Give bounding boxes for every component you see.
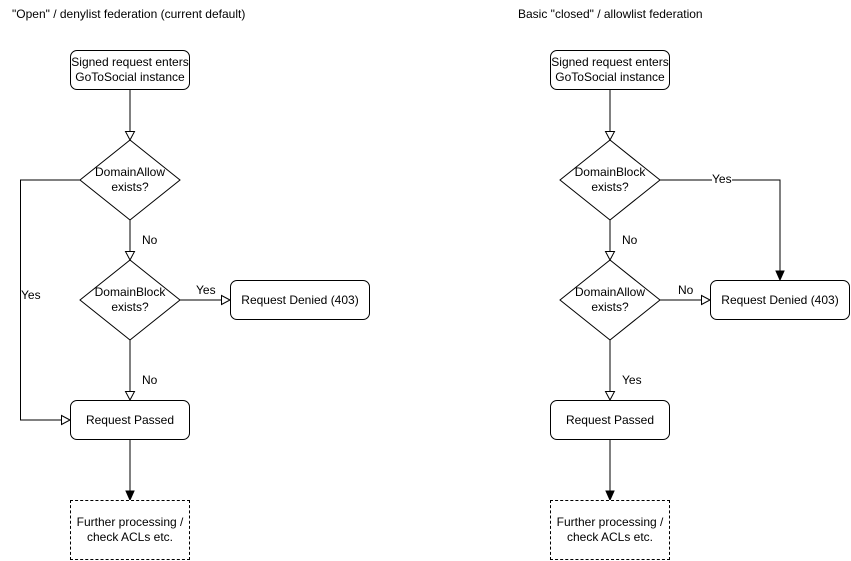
right-node-request-passed: Request Passed <box>550 400 670 440</box>
right-open-arrowhead-into-denied <box>701 294 712 306</box>
left-node-request-denied: Request Denied (403) <box>230 280 370 320</box>
right-node-domainblock-label: DomainBlock exists? <box>574 165 646 194</box>
left-edge-domainallow-yes-loop <box>20 179 80 421</box>
left-open-arrowhead-into-passed <box>124 391 136 402</box>
right-label-domainallow-yes: Yes <box>622 373 642 387</box>
left-label-domainallow-yes: Yes <box>21 288 41 302</box>
right-open-arrowhead-into-domainallow <box>604 251 616 262</box>
left-label-domainallow-no: No <box>142 233 158 247</box>
left-node-domainblock-shape <box>79 259 181 341</box>
right-open-arrowhead-into-passed <box>604 391 616 402</box>
right-node-further-processing: Further processing / check ACLs etc. <box>550 500 670 560</box>
right-node-request-denied: Request Denied (403) <box>710 280 850 320</box>
right-filled-arrowhead-into-denied <box>775 270 785 282</box>
left-open-arrowhead-into-domainblock <box>124 251 136 262</box>
left-node-signed-request: Signed request enters GoToSocial instanc… <box>70 50 190 90</box>
right-label-domainblock-yes: Yes <box>712 172 732 186</box>
right-node-domainallow-label: DomainAllow exists? <box>574 285 646 314</box>
right-open-arrowhead-into-domainblock <box>604 131 616 142</box>
left-label-domainblock-no: No <box>142 373 158 387</box>
right-node-domainblock-shape <box>559 139 661 221</box>
right-node-domainallow-shape <box>559 259 661 341</box>
left-node-request-passed: Request Passed <box>70 400 190 440</box>
right-label-domainblock-no: No <box>622 233 638 247</box>
left-label-domainblock-yes: Yes <box>196 283 216 297</box>
left-open-arrowhead-into-denied <box>221 294 232 306</box>
right-node-signed-request: Signed request enters GoToSocial instanc… <box>550 50 670 90</box>
left-filled-arrowhead-into-further <box>125 490 135 502</box>
left-node-further-processing: Further processing / check ACLs etc. <box>70 500 190 560</box>
left-open-arrowhead-loop-into-passed <box>61 414 72 426</box>
right-label-domainallow-no: No <box>678 283 694 297</box>
right-filled-arrowhead-into-further <box>605 490 615 502</box>
left-open-arrowhead-into-domainallow <box>124 131 136 142</box>
left-node-domainallow-shape <box>79 139 181 221</box>
right-chart-title: Basic "closed" / allowlist federation <box>518 7 703 21</box>
right-edge-domainblock-yes-to-denied <box>660 179 781 271</box>
left-chart-title: "Open" / denylist federation (current de… <box>12 7 246 21</box>
left-node-domainblock-label: DomainBlock exists? <box>94 285 166 314</box>
left-node-domainallow-label: DomainAllow exists? <box>94 165 166 194</box>
